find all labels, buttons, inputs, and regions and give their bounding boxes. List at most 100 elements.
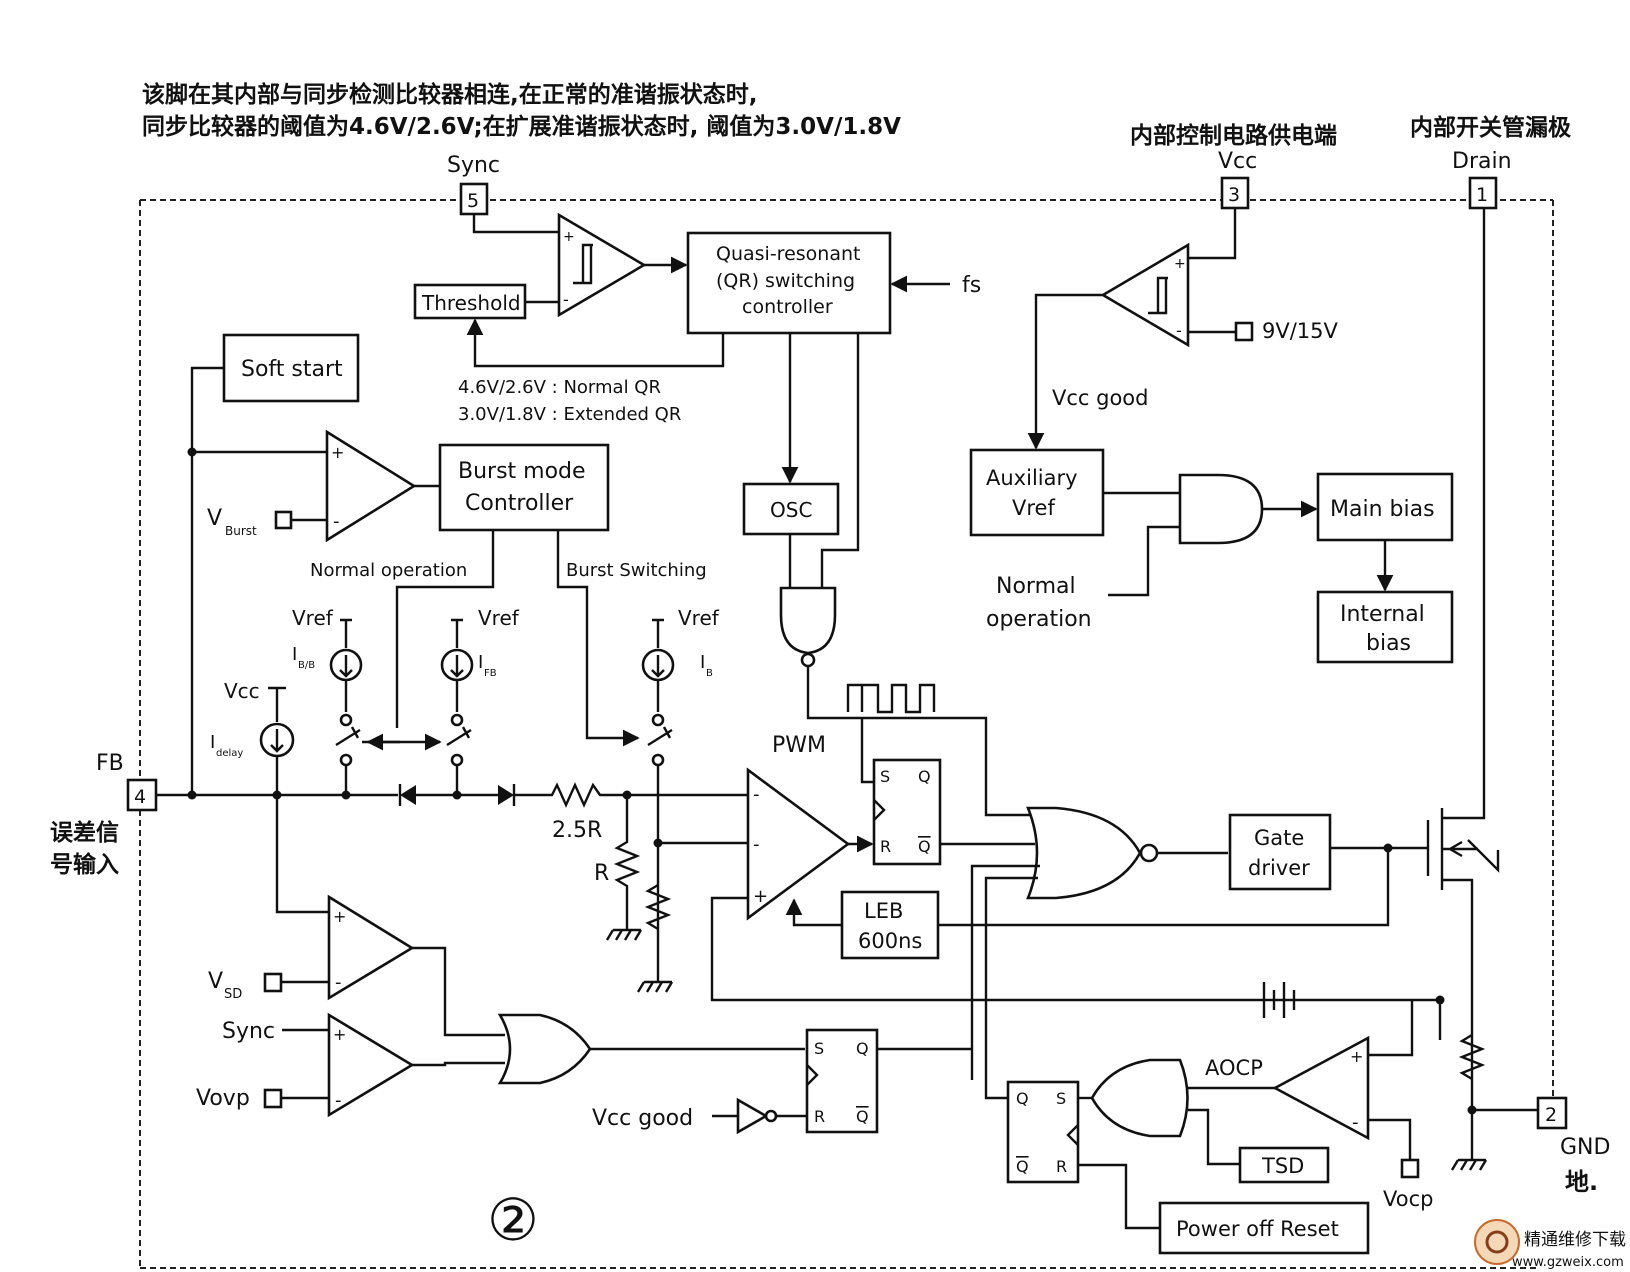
vsd-label: V	[208, 969, 223, 994]
header-note-line2: 同步比较器的阈值为4.6V/2.6V;在扩展准谐振状态时, 阈值为3.0V/1.…	[142, 113, 901, 140]
protection-or-gate	[1090, 1058, 1189, 1138]
pin-4-cn-label-2: 号输入	[50, 851, 119, 878]
pwm-pulse-icon	[846, 683, 936, 714]
pin-1-number: 1	[1476, 184, 1488, 206]
pin-4-cn-label-1: 误差信	[50, 819, 119, 846]
tsd-label: TSD	[1261, 1154, 1304, 1178]
ic-boundary	[139, 199, 1554, 1269]
ocp-reference-battery	[1262, 982, 1296, 1018]
vocp-pin-box	[1400, 1158, 1420, 1179]
normal-op-label-2: operation	[986, 607, 1092, 632]
wire-burst-switching	[556, 530, 640, 747]
wire-fb-to-sd	[275, 795, 329, 914]
vovp-pin-box	[263, 1088, 283, 1109]
watermark-title: 精通维修下载	[1524, 1230, 1626, 1250]
internal-bias-block	[1316, 590, 1454, 664]
figure-number: ②	[487, 1186, 539, 1254]
burst-label-1: Burst mode	[458, 459, 586, 484]
svg-text:+: +	[753, 886, 768, 907]
resistor-2-5r	[514, 782, 748, 808]
pin-4-fb: FB 4 误差信 号输入	[50, 751, 158, 878]
current-source-ibb	[329, 618, 363, 792]
main-bias-block	[1316, 472, 1454, 542]
junction-ifb	[452, 790, 462, 800]
ib-label: I	[700, 652, 705, 673]
sr2-r: R	[814, 1107, 825, 1126]
vocp-label: Vocp	[1383, 1187, 1433, 1211]
osc-nand-gate	[779, 586, 837, 668]
leb-block	[840, 890, 940, 960]
vref-label-1: Vref	[292, 606, 334, 630]
gate-driver-label-1: Gate	[1254, 826, 1304, 850]
wire-aocp-plus	[1368, 1000, 1414, 1057]
current-source-ib	[641, 618, 675, 982]
pin-2-number: 2	[1545, 1104, 1557, 1126]
soft-start-label: Soft start	[241, 357, 343, 382]
wire-normal-op-switch	[395, 530, 495, 728]
watermark-url: www.gzweix.com	[1512, 1255, 1624, 1270]
pwm-flip-flop	[872, 758, 942, 866]
wire-tsd-to-or	[1188, 1108, 1240, 1166]
vcc-good-input-label: Vcc good	[592, 1106, 693, 1131]
leb-label-1: LEB	[864, 899, 903, 923]
pin-4-name: FB	[96, 751, 124, 776]
r25-label: 2.5R	[552, 818, 602, 843]
diode-1	[398, 784, 416, 806]
aux-label-2: Vref	[1012, 496, 1055, 520]
wire-leb-to-pwm	[785, 898, 842, 927]
pin-2-name: GND	[1560, 1135, 1610, 1160]
wire-gate-to-leb	[938, 848, 1390, 927]
aocp-comparator: + -	[1272, 1035, 1370, 1141]
svg-text:+: +	[1174, 256, 1186, 272]
wire-sync-to-comp	[472, 214, 559, 234]
current-source-idelay	[259, 686, 295, 792]
pin-4-box	[126, 778, 158, 812]
diode-2	[498, 784, 516, 806]
wire-ovp-to-or	[412, 1061, 505, 1067]
svg-text:-: -	[753, 834, 760, 855]
vburst-pin-box	[274, 510, 293, 530]
wire-qr-to-nand	[820, 333, 860, 590]
normal-op-label: Normal operation	[310, 560, 467, 581]
tsd-block	[1238, 1146, 1330, 1184]
power-mosfet	[1426, 208, 1500, 1110]
pin-2-gnd: 2 GND 地.	[1536, 1096, 1610, 1196]
wire-ocp-to-nor	[984, 876, 1038, 1090]
wire-cs-feedback	[710, 896, 1440, 1002]
svg-text:-: -	[1176, 321, 1182, 340]
main-nor-gate	[1026, 806, 1159, 900]
internal-bias-label-2: bias	[1366, 631, 1411, 656]
svg-text:-: -	[333, 511, 340, 532]
qr-controller-block	[686, 231, 892, 335]
latch-r: R	[1056, 1157, 1067, 1176]
junction-ibb	[341, 790, 351, 800]
burst-switching-label: Burst Switching	[566, 560, 707, 581]
wire-aocp-minus	[1368, 1118, 1412, 1160]
aocp-label: AOCP	[1205, 1056, 1263, 1080]
svg-text:+: +	[1350, 1047, 1363, 1066]
resistor-r	[613, 795, 641, 930]
wire-sd-to-or	[412, 946, 505, 1037]
ifb-label: I	[478, 652, 483, 673]
pwm-ff-qbar: Q	[918, 837, 931, 856]
sense-resistor	[1458, 1033, 1486, 1081]
ib-sub: B	[706, 668, 713, 679]
pwm-ff-r: R	[880, 837, 891, 856]
pin-3-vcc: Vcc 3	[1218, 149, 1257, 210]
vcc-source-label: Vcc	[224, 679, 260, 703]
vburst-sub: Burst	[225, 524, 257, 538]
vsd-pin-box	[263, 972, 283, 993]
vovp-label: Vovp	[196, 1086, 250, 1111]
aux-label-1: Auxiliary	[986, 466, 1078, 490]
sync-input-label: Sync	[222, 1019, 275, 1044]
shutdown-or-gate	[497, 1013, 592, 1085]
pwm-label: PWM	[772, 733, 826, 758]
vsd-sub: SD	[224, 987, 242, 1002]
qr-note-1: 4.6V/2.6V : Normal QR	[458, 377, 661, 398]
latch-s: S	[1056, 1089, 1066, 1108]
wire-pulse-to-nor	[862, 716, 1035, 817]
pin-5-name: Sync	[447, 153, 500, 178]
vcc-pin-cn-label: 内部控制电路供电端	[1130, 122, 1337, 149]
r-label: R	[594, 861, 609, 886]
wire-latch-out	[984, 1090, 1008, 1100]
